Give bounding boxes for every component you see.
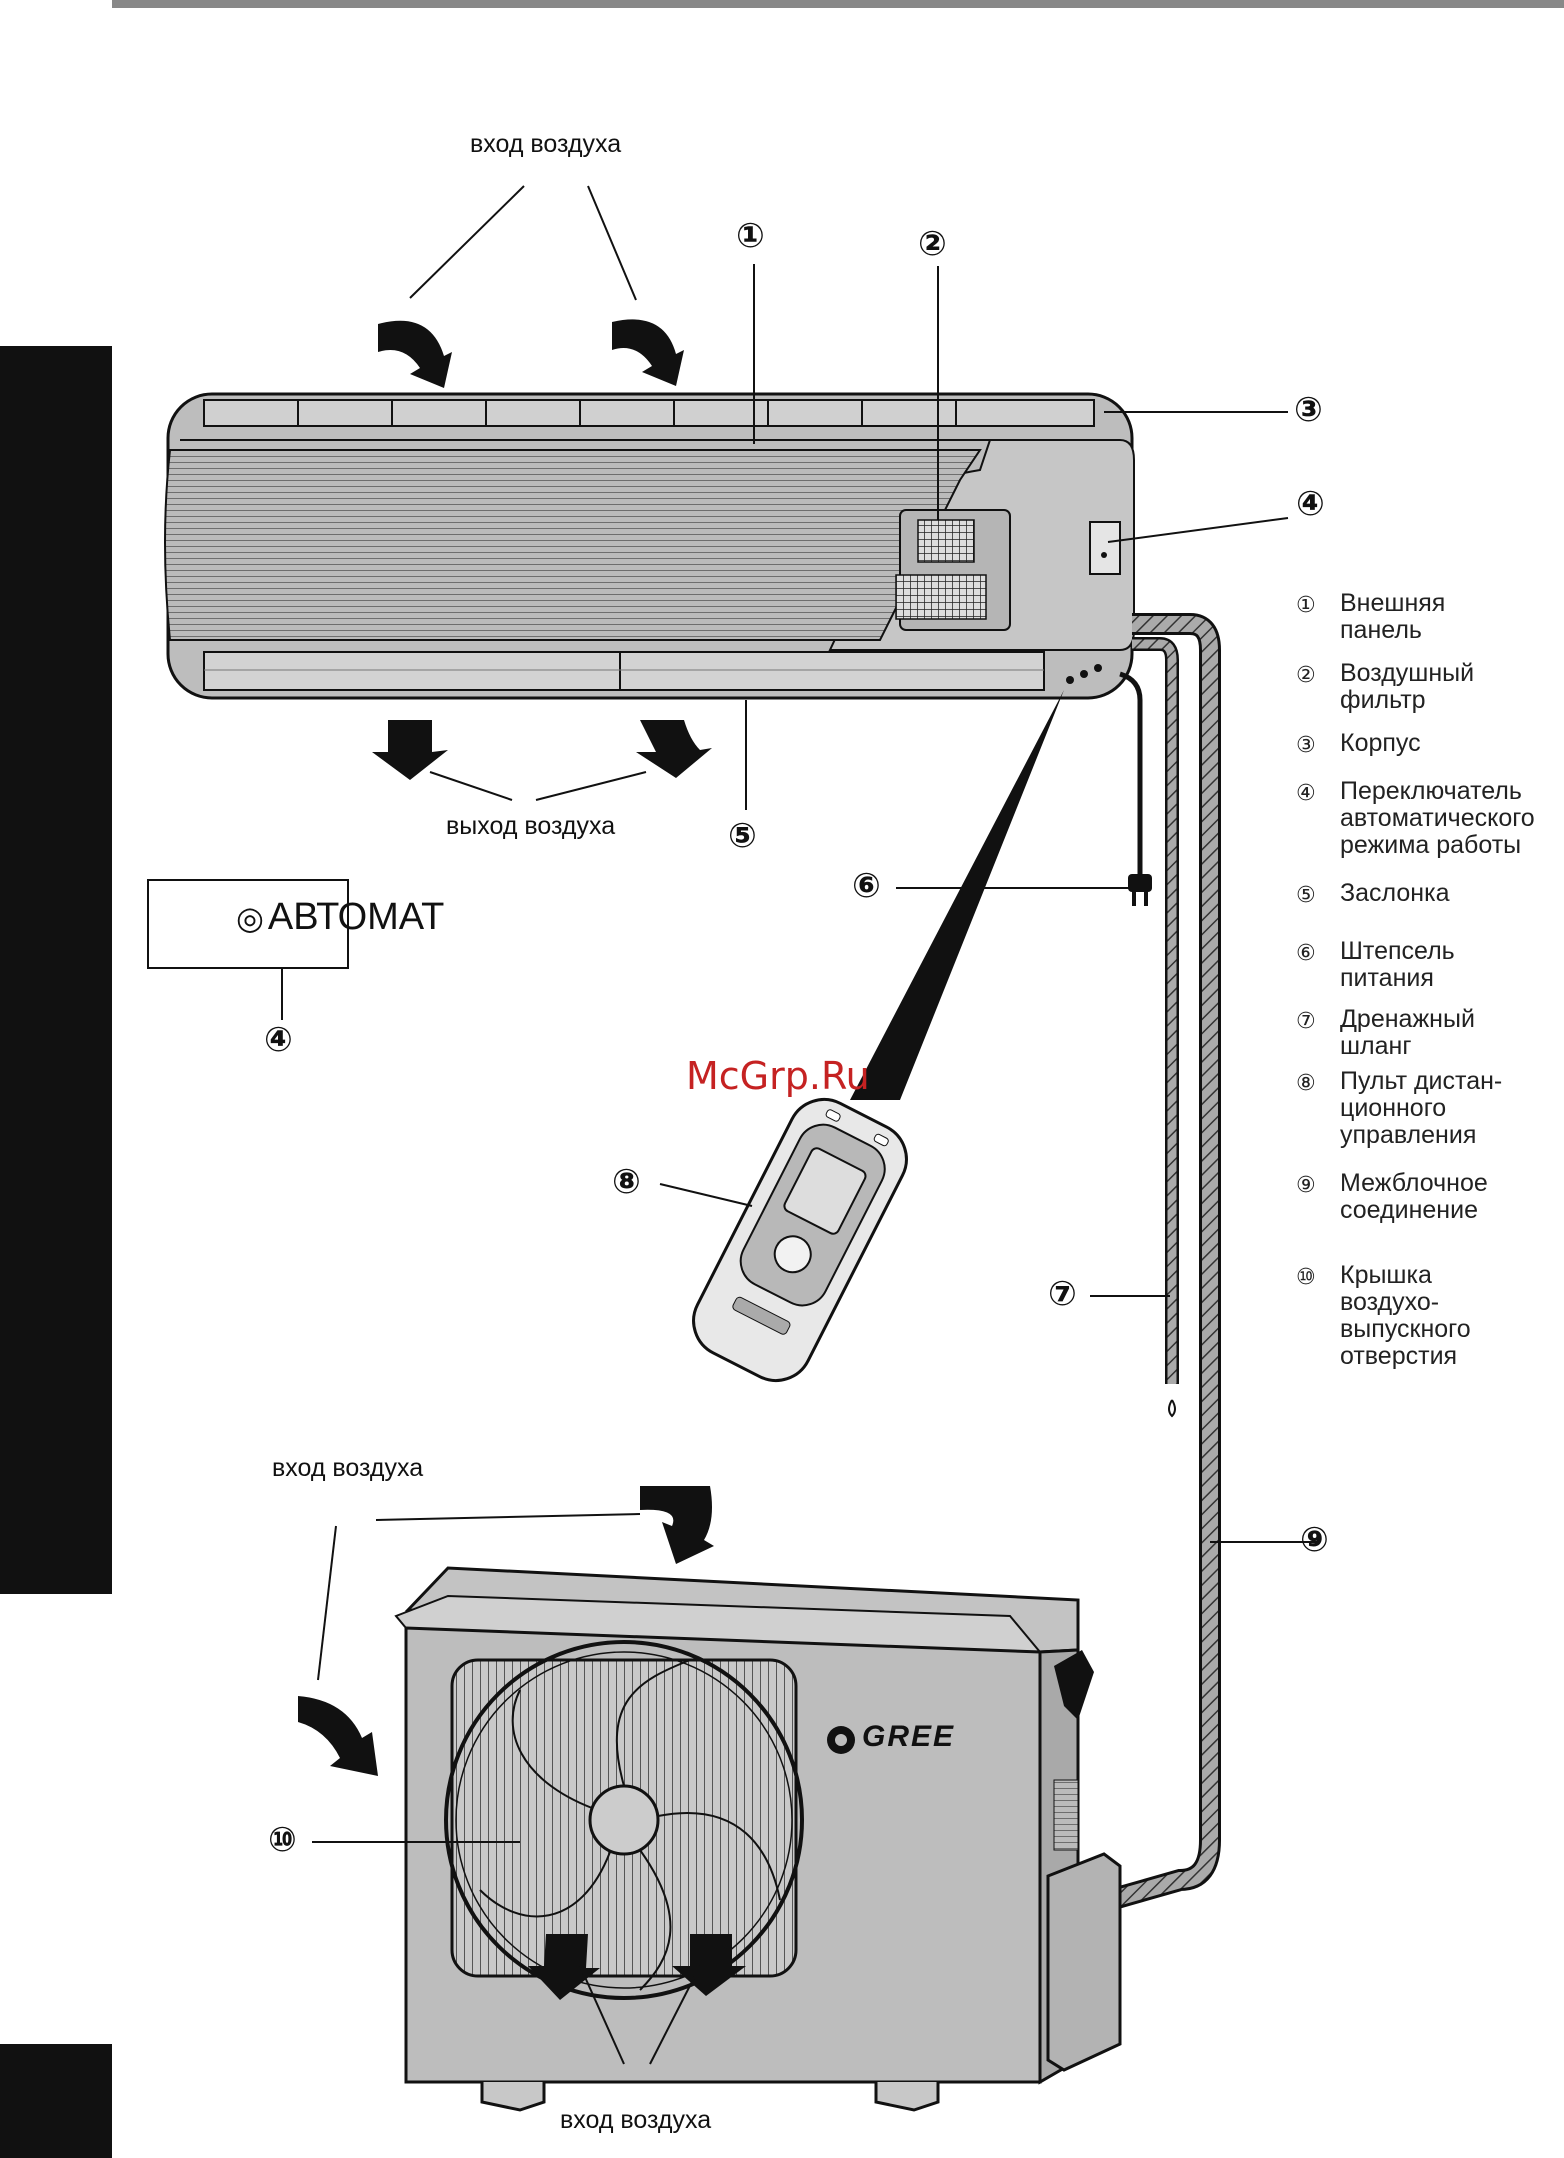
legend-number: ⑨ — [1296, 1173, 1316, 1198]
legend-number: ⑥ — [1296, 941, 1316, 966]
callout-5: ⑤ — [728, 816, 757, 856]
outdoor-air-in-left-label: вход воздуха — [272, 1454, 424, 1482]
indoor-unit — [164, 392, 1135, 700]
fan-guard — [444, 1640, 804, 2000]
legend-text: Переключатель автоматического режима раб… — [1340, 777, 1535, 859]
callout-10: ⑩ — [268, 1820, 297, 1860]
callout-2: ② — [918, 224, 947, 264]
auto-switch-label: ◎АВТОМАТ — [236, 896, 444, 939]
power-plug — [1128, 874, 1152, 892]
power-cord — [1119, 671, 1143, 874]
legend-number: ③ — [1296, 733, 1316, 758]
legend-text: Межблочное соединение — [1340, 1169, 1488, 1224]
remote-control — [692, 1098, 908, 1382]
callout-8: ⑧ — [612, 1162, 641, 1202]
auto-switch-symbol: ◎ — [236, 899, 264, 937]
callout-1: ① — [736, 216, 765, 256]
legend-text: Воздушный фильтр — [1340, 659, 1475, 714]
auto-switch-window — [1089, 521, 1121, 575]
side-tab-lower — [0, 2044, 112, 2158]
brand-logo: GREE — [862, 1720, 956, 1753]
legend-number: ⑧ — [1296, 1071, 1316, 1096]
legend-text: Крышка воздухо- выпускного отверстия — [1340, 1261, 1471, 1370]
auto-switch-text: АВТОМАТ — [267, 896, 445, 938]
auto-switch-box — [147, 879, 349, 969]
leader-lines — [312, 185, 1318, 2065]
legend-text: Штепсель питания — [1340, 937, 1455, 992]
outdoor-air-in-bottom-label: вход воздуха — [560, 2106, 712, 2134]
air-arrows — [298, 319, 746, 2000]
callout-6: ⑥ — [852, 866, 881, 906]
legend-number: ④ — [1296, 781, 1316, 806]
legend-number: ⑤ — [1296, 883, 1316, 908]
legend-text: Корпус — [1340, 729, 1421, 757]
callout-9: ⑨ — [1300, 1520, 1329, 1560]
callout-4-box: ④ — [264, 1020, 293, 1060]
legend-number: ② — [1296, 663, 1316, 688]
top-grille — [203, 399, 1095, 427]
legend-number: ⑩ — [1296, 1265, 1316, 1290]
legend-number: ⑦ — [1296, 1009, 1316, 1034]
legend-text: Заслонка — [1340, 879, 1450, 907]
air-in-top-label: вход воздуха — [470, 130, 622, 158]
watermark: McGrp.Ru — [686, 1054, 870, 1098]
callout-4: ④ — [1296, 484, 1325, 524]
callout-3: ③ — [1294, 390, 1323, 430]
ir-beam — [850, 690, 1064, 1100]
air-out-label: выход воздуха — [446, 812, 616, 840]
interconnect-pipe — [1106, 613, 1221, 1911]
top-rule — [112, 0, 1564, 8]
side-tab-upper — [0, 346, 112, 1594]
legend-number: ① — [1296, 593, 1316, 618]
callout-7: ⑦ — [1048, 1274, 1077, 1314]
legend-text: Дренажный шланг — [1340, 1005, 1475, 1060]
bottom-louver — [203, 651, 1045, 691]
legend-text: Внешняя панель — [1340, 589, 1446, 644]
legend-text: Пульт дистан- ционного управления — [1340, 1067, 1503, 1149]
outdoor-unit — [394, 1566, 1122, 2112]
